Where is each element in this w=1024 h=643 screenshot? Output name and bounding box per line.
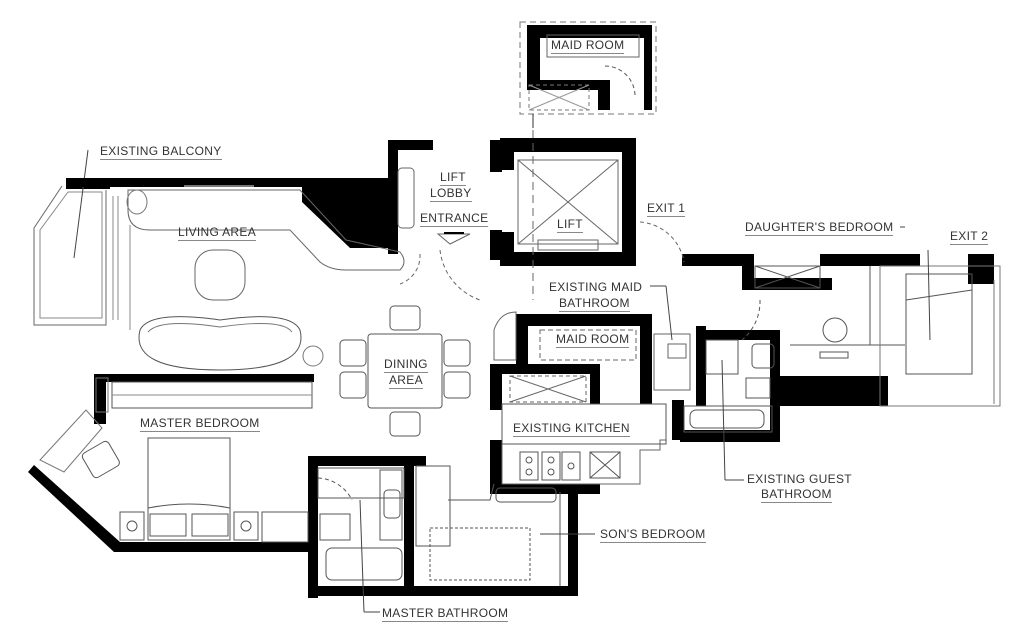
label-exit-1: EXIT 1: [647, 201, 686, 217]
label-existing-balcony: EXISTING BALCONY: [100, 144, 222, 160]
label-lift-lobby-2: LOBBY: [430, 186, 472, 202]
walls: [28, 138, 994, 598]
label-existing-kitchen: EXISTING KITCHEN: [513, 421, 630, 437]
label-existing-maid-bathroom-2: BATHROOM: [559, 296, 630, 312]
label-daughters-bedroom: DAUGHTER'S BEDROOM: [745, 220, 894, 236]
existing-balcony: [33, 149, 119, 326]
label-entrance: ENTRANCE: [420, 211, 489, 227]
living-furniture: [126, 185, 405, 371]
label-sons-bedroom: SON'S BEDROOM: [600, 527, 706, 543]
label-existing-guest-bathroom-2: BATHROOM: [761, 487, 832, 503]
daughters-bedroom-furniture: [741, 249, 1001, 407]
maid-room-top-block: [519, 21, 657, 128]
master-bathroom-fixtures: [317, 467, 405, 613]
label-existing-maid-bathroom-1: EXISTING MAID: [549, 280, 643, 294]
label-living-area: LIVING AREA: [178, 225, 256, 241]
label-dining-area-2: AREA: [389, 373, 423, 389]
lift-car: [517, 130, 619, 300]
label-dining-area-1: DINING: [384, 357, 428, 373]
label-master-bedroom: MASTER BEDROOM: [140, 416, 260, 432]
label-master-bathroom: MASTER BATHROOM: [382, 606, 509, 622]
dining-furniture: [339, 305, 471, 437]
label-exit-2: EXIT 2: [950, 229, 989, 245]
label-maid-room-top: MAID ROOM: [551, 38, 625, 54]
kitchen-fixtures: [501, 403, 667, 485]
sons-bedroom-furniture: [415, 465, 595, 586]
label-lift: LIFT: [557, 217, 583, 233]
master-bedroom-furniture: [39, 377, 313, 543]
label-lift-lobby-1: LIFT: [440, 170, 466, 186]
label-maid-room: MAID ROOM: [556, 332, 630, 348]
label-existing-guest-bathroom-1: EXISTING GUEST: [747, 472, 852, 486]
guest-bathroom-fixtures: [683, 339, 775, 481]
